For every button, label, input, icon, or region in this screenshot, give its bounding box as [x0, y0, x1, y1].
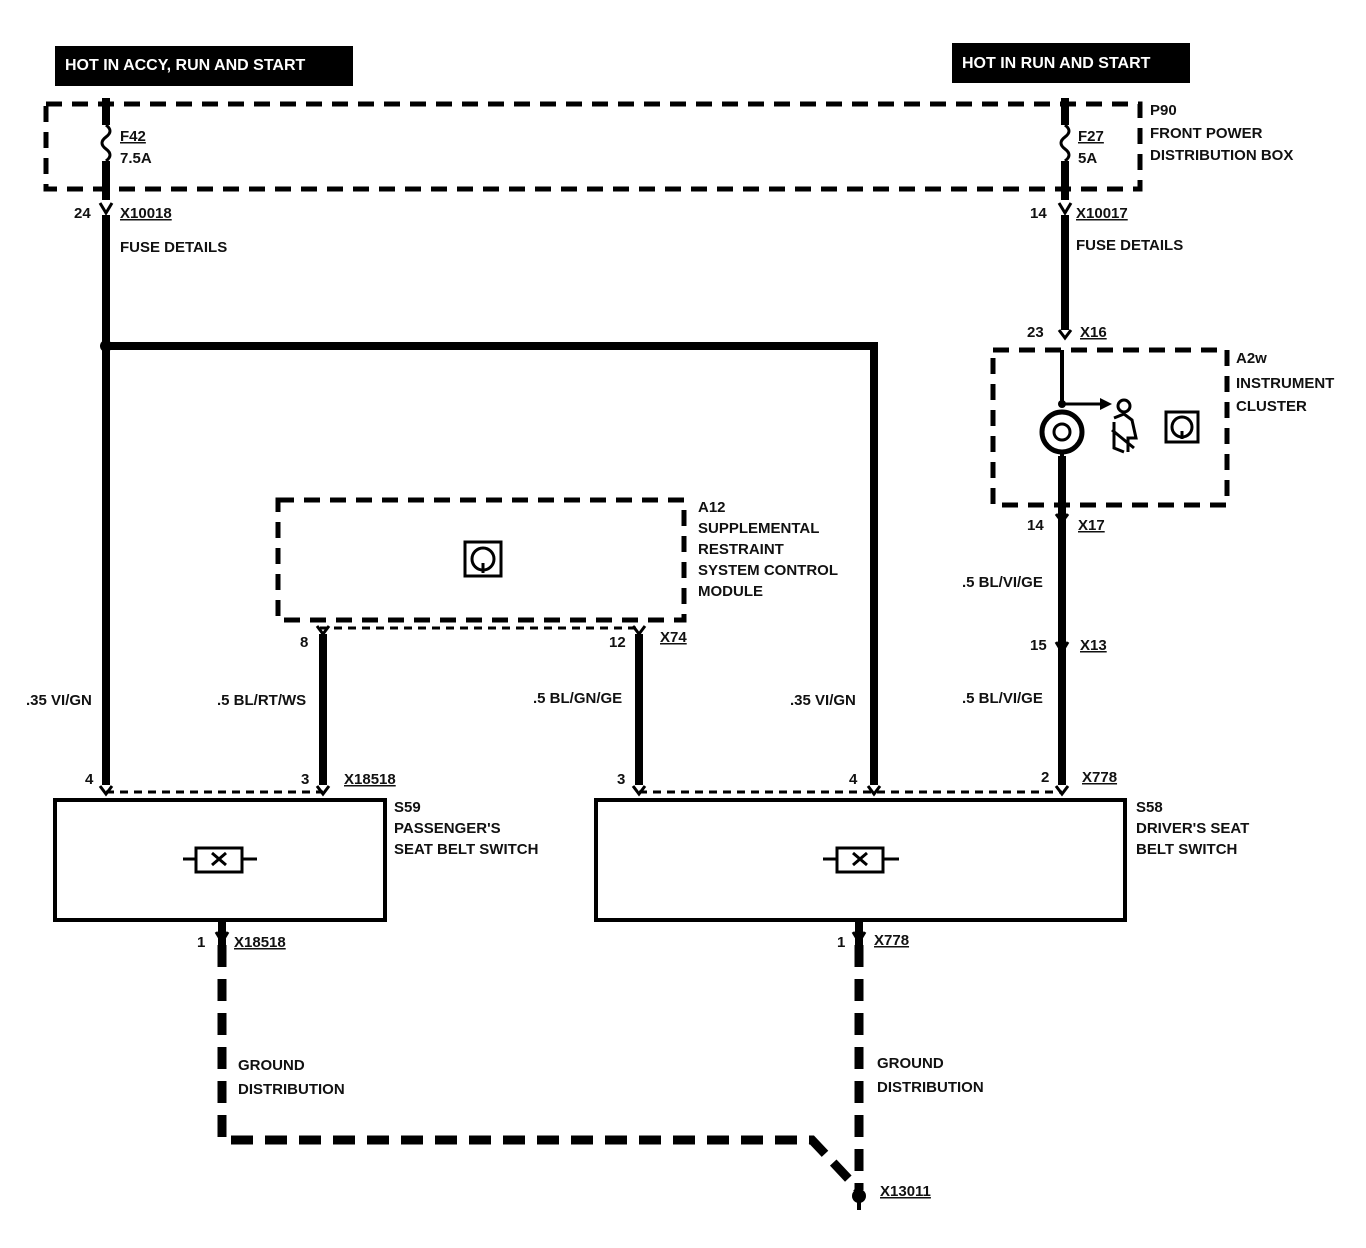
- warning-lamp-icon: [1039, 409, 1085, 470]
- connector-s58-2-id: X778: [1082, 769, 1117, 786]
- ground-connector-id: X13011: [880, 1183, 931, 1200]
- connector-srs-12-pin: 12: [609, 634, 626, 651]
- fuse-right-rating: 5A: [1078, 150, 1097, 167]
- header-left-text: HOT IN ACCY, RUN AND START: [65, 57, 306, 74]
- connector-left-top-note: FUSE DETAILS: [120, 239, 227, 256]
- connector-s58-3-pin: 3: [617, 771, 625, 788]
- wire-s58-pin2-label: .5 BL/VI/GE: [962, 690, 1043, 707]
- connector-s58-1-pin: 1: [837, 934, 845, 951]
- ground-wire-left: [217, 945, 863, 1194]
- srs-name-3: SYSTEM CONTROL: [698, 562, 838, 579]
- connector-s59-3: [315, 785, 331, 797]
- fuse-left-rating: 7.5A: [120, 150, 152, 167]
- wire-left-label: .35 VI/GN: [26, 692, 92, 709]
- connector-s58-4: [866, 785, 882, 797]
- connector-srs-8-pin: 8: [300, 634, 308, 651]
- seatbelt-person-icon: [1111, 398, 1138, 454]
- connector-right-top-id: X10017: [1076, 205, 1128, 222]
- connector-s59-4-pin: 4: [85, 771, 94, 788]
- wire-srs-12-label: .5 BL/GN/GE: [533, 690, 622, 707]
- connector-left-top-id: X10018: [120, 205, 172, 222]
- connector-srs-12: [631, 625, 647, 637]
- ground-right-label-1: GROUND: [877, 1055, 944, 1072]
- connector-cluster-out: [1054, 513, 1070, 525]
- header-right: HOT IN RUN AND START: [952, 43, 1190, 83]
- ground-left-label-1: GROUND: [238, 1057, 305, 1074]
- seatbelt-switch-icon: [823, 846, 899, 874]
- connector-s59-3-id: X18518: [344, 771, 396, 788]
- fuse-icon: [1059, 98, 1071, 200]
- s58-name-1: DRIVER'S SEAT: [1136, 820, 1249, 837]
- connector-right-top-note: FUSE DETAILS: [1076, 237, 1183, 254]
- ground-left-label-2: DISTRIBUTION: [238, 1081, 345, 1098]
- connector-s58-4-pin: 4: [849, 771, 858, 788]
- wire-splice-to-s58: [106, 342, 878, 785]
- connector-s59-4: [98, 785, 114, 797]
- connector-srs-12-id: X74: [660, 629, 687, 646]
- srs-name-4: MODULE: [698, 583, 763, 600]
- s58-id: S58: [1136, 799, 1163, 816]
- connector-left-top: [98, 202, 114, 216]
- header-right-text: HOT IN RUN AND START: [962, 55, 1151, 72]
- connector-cluster-in: [1057, 329, 1073, 341]
- connector-s58-2: [1054, 785, 1070, 797]
- connector-cluster-in-pin: 23: [1027, 324, 1044, 341]
- connector-s59-3-pin: 3: [301, 771, 309, 788]
- connector-s59-1-pin: 1: [197, 934, 205, 951]
- instrument-cluster-outline: [990, 347, 1230, 508]
- srs-module-outline: [275, 497, 687, 623]
- airbag-icon: [1164, 410, 1200, 444]
- fuse-box-id: P90: [1150, 102, 1177, 119]
- srs-id: A12: [698, 499, 726, 516]
- connector-s58-3: [631, 785, 647, 797]
- airbag-icon: [463, 540, 503, 578]
- header-left: HOT IN ACCY, RUN AND START: [55, 46, 353, 86]
- connector-x13-pin: 15: [1030, 637, 1047, 654]
- connector-cluster-out-pin: 14: [1027, 517, 1044, 534]
- fuse-box-name-1: FRONT POWER: [1150, 125, 1263, 142]
- cluster-name-2: CLUSTER: [1236, 398, 1307, 415]
- fuse-right-id: F27: [1078, 128, 1104, 145]
- seatbelt-switch-icon: [183, 846, 257, 874]
- connector-cluster-out-id: X17: [1078, 517, 1105, 534]
- connector-x13-id: X13: [1080, 637, 1107, 654]
- connector-s58-2-pin: 2: [1041, 769, 1049, 786]
- wire-cluster-out-label: .5 BL/VI/GE: [962, 574, 1043, 591]
- s59-name-2: SEAT BELT SWITCH: [394, 841, 538, 858]
- ground-right-label-2: DISTRIBUTION: [877, 1079, 984, 1096]
- fuse-box-outline: [43, 101, 1143, 192]
- fuse-icon: [100, 98, 112, 200]
- connector-x13: [1054, 641, 1070, 655]
- s58-name-2: BELT SWITCH: [1136, 841, 1237, 858]
- connector-s58-1-id: X778: [874, 932, 909, 949]
- connector-right-top-pin: 14: [1030, 205, 1047, 222]
- s59-id: S59: [394, 799, 421, 816]
- cluster-name-1: INSTRUMENT: [1236, 375, 1334, 392]
- connector-cluster-in-id: X16: [1080, 324, 1107, 341]
- fuse-box-name-2: DISTRIBUTION BOX: [1150, 147, 1293, 164]
- wire-mid-label: .35 VI/GN: [790, 692, 856, 709]
- connector-s59-1-id: X18518: [234, 934, 286, 951]
- ground-icon: [852, 1189, 866, 1210]
- connector-left-top-pin: 24: [74, 205, 91, 222]
- cluster-output-arrow: [1062, 398, 1112, 410]
- fuse-left-id: F42: [120, 128, 146, 145]
- srs-name-1: SUPPLEMENTAL: [698, 520, 819, 537]
- s59-name-1: PASSENGER'S: [394, 820, 501, 837]
- cluster-id: A2w: [1236, 350, 1267, 367]
- wire-srs-8-label: .5 BL/RT/WS: [217, 692, 306, 709]
- srs-name-2: RESTRAINT: [698, 541, 784, 558]
- connector-right-top: [1057, 202, 1073, 216]
